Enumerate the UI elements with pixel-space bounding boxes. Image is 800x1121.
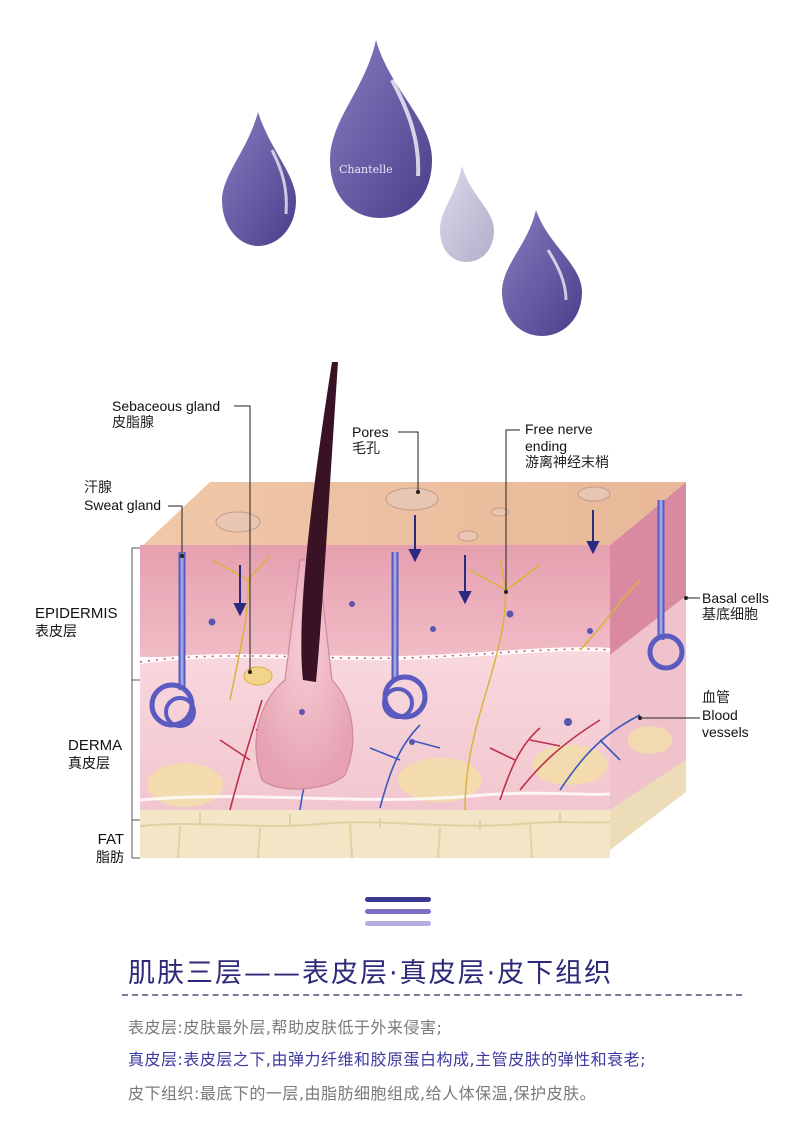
desc-epidermis: 表皮层:皮肤最外层,帮助皮肤低于外来侵害; [128,1018,443,1037]
label-free-nerve-ending: Free nerve ending 游离神经末梢 [525,421,609,471]
desc-fat: 皮下组织:最底下的一层,由脂肪细胞组成,给人体保温,保护皮肤。 [128,1084,597,1103]
water-drop-icon [440,166,494,262]
label-blood-vessels: 血管 Blood vessels [702,690,749,740]
skin-surface [140,482,686,548]
sebaceous-gland [243,666,273,686]
label-derma: DERMA 真皮层 [68,737,123,772]
label-pores: Pores 毛孔 [352,424,389,457]
epidermis-layer [140,545,610,657]
block-side-epidermis [610,482,686,655]
nerve-fibers [211,554,641,811]
page-title: 肌肤三层——表皮层·真皮层·皮下组织 [128,958,614,989]
sweat-glands [149,500,685,728]
water-drop-icon [330,40,432,218]
derma-layer [140,649,610,810]
block-side-fat [610,760,686,850]
title-divider [122,994,742,996]
water-drops [222,40,582,336]
pores [215,486,611,542]
label-sebaceous-gland: Sebaceous gland 皮脂腺 [112,398,221,431]
label-sweat-gland: 汗腺 Sweat gland [84,480,162,513]
water-drop-icon [502,210,582,336]
label-fat: FAT 脂肪 [96,831,124,866]
brand-logo: Chantelle [339,163,393,176]
hair-follicle [255,362,354,790]
water-drop-icon [222,112,296,246]
fat-layer [140,810,610,858]
block-side-derma [610,596,686,810]
desc-derma: 真皮层:表皮层之下,由弹力纤维和胶原蛋白构成,主管皮肤的弹性和衰老; [128,1050,646,1069]
label-basal-cells: Basal cells 基底细胞 [702,590,769,623]
label-epidermis: EPIDERMIS 表皮层 [35,605,118,640]
